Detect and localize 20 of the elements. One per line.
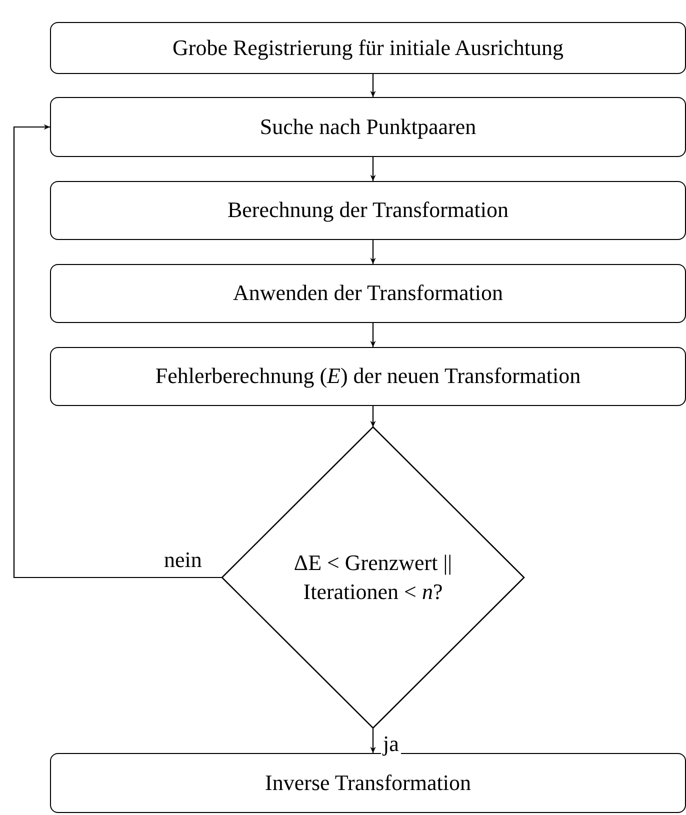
arrow bbox=[370, 406, 376, 427]
arrow bbox=[370, 240, 376, 264]
arrow bbox=[13, 124, 222, 578]
arrow bbox=[370, 74, 376, 97]
process-box bbox=[50, 181, 686, 240]
arrow bbox=[370, 728, 376, 753]
step-label: Anwenden der Transformation bbox=[232, 279, 504, 308]
process-box bbox=[50, 22, 686, 74]
arrow bbox=[370, 157, 376, 181]
step-label: Suche nach Punktpaaren bbox=[260, 112, 476, 141]
step-label: Grobe Registrierung für initiale Ausrichtung bbox=[172, 34, 564, 62]
decision-label: ΔE < Grenzwert || Iterationen < n? bbox=[292, 548, 454, 606]
step-label: Berechnung der Transformation bbox=[227, 196, 509, 224]
step-label: Fehlerberechnung (E) der neuen Transformation bbox=[155, 362, 581, 390]
decision-diamond bbox=[222, 427, 524, 728]
arrow bbox=[370, 323, 376, 347]
process-box bbox=[50, 264, 686, 323]
step-label: Inverse Transformation bbox=[265, 768, 471, 797]
process-box bbox=[50, 347, 686, 406]
process-box bbox=[50, 97, 686, 157]
